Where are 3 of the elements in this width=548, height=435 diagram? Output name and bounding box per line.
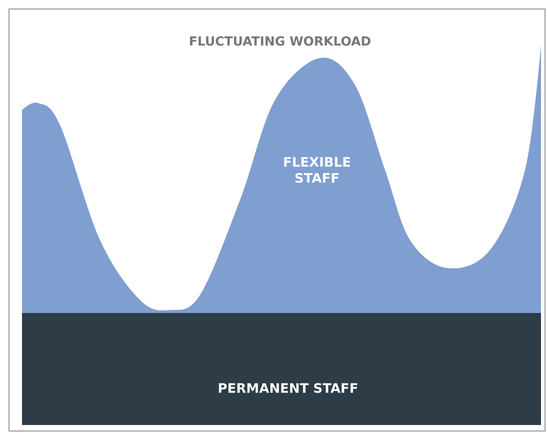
title: FLUCTUATING WORKLOAD — [190, 36, 370, 46]
wave-area: FLEXIBLE STAFF — [22, 45, 541, 313]
band: PERMANENT STAFF — [22, 313, 541, 425]
